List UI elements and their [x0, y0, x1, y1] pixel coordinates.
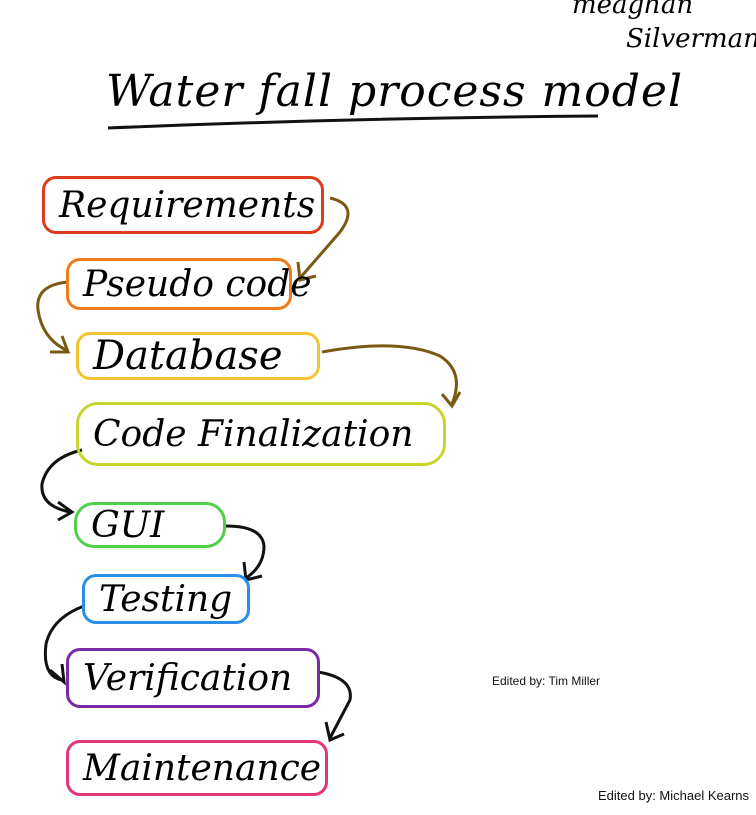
step-code-finalization: Code Finalization: [76, 402, 446, 466]
author-first-name: meaghan: [572, 0, 694, 20]
arrow-codefinal-to-gui: [40, 448, 83, 522]
author-last-name: Silverman: [626, 24, 756, 54]
step-requirements-label: Requirements: [59, 184, 316, 226]
title-underline: [107, 114, 599, 130]
step-gui: GUI: [74, 502, 226, 548]
arrow-testing-to-verification: [43, 604, 85, 686]
arrow-requirements-to-pseudocode: [296, 196, 350, 282]
arrow-verification-to-maintenance: [317, 670, 352, 743]
diagram-title: Water fall process model: [106, 66, 684, 117]
step-testing-label: Testing: [99, 578, 233, 620]
arrow-gui-to-testing: [225, 524, 266, 582]
step-gui-label: GUI: [91, 504, 165, 546]
step-pseudo-code: Pseudo code: [66, 258, 312, 310]
step-requirements: Requirements: [42, 176, 324, 234]
step-code-finalization-label: Code Finalization: [93, 413, 414, 455]
step-maintenance-label: Maintenance: [83, 747, 322, 789]
step-database: Database: [76, 332, 320, 380]
step-pseudo-code-label: Pseudo code: [83, 263, 312, 305]
step-verification: Verification: [66, 648, 320, 708]
step-maintenance: Maintenance: [66, 740, 328, 796]
step-database-label: Database: [93, 333, 283, 379]
arrow-pseudocode-to-database: [36, 280, 71, 354]
step-verification-label: Verification: [83, 657, 293, 699]
arrow-database-to-codefinal: [321, 344, 462, 409]
edited-by-michael-kearns: Edited by: Michael Kearns: [598, 788, 750, 803]
edited-by-tim-miller: Edited by: Tim Miller: [492, 674, 601, 688]
step-testing: Testing: [82, 574, 250, 624]
